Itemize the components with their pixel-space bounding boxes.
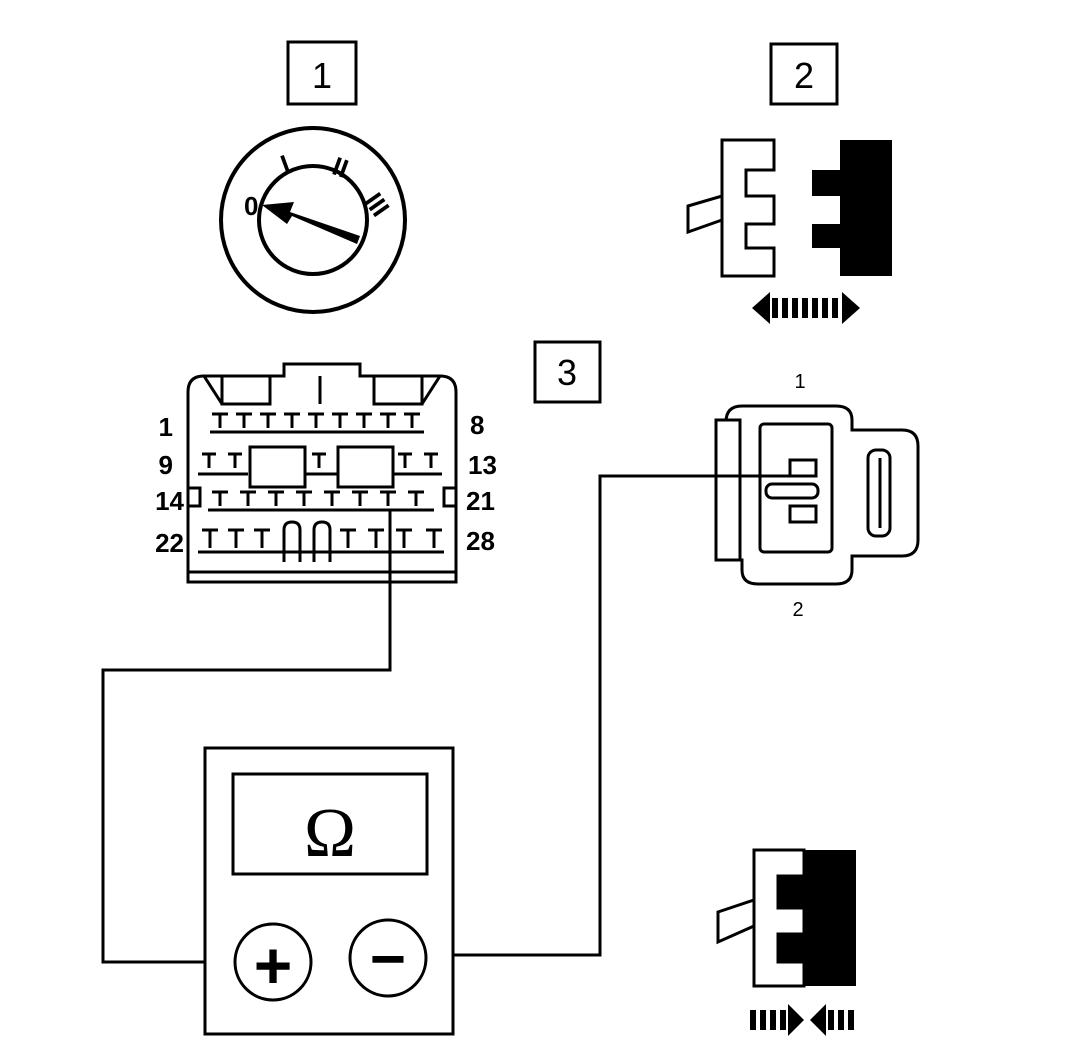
step-3-box: 3 <box>533 340 602 404</box>
step-1-box: 1 <box>286 40 358 106</box>
ecu-pin-label-9: 9 <box>159 450 173 480</box>
ecu-pins-row-1 <box>210 412 424 434</box>
ecu-pin-label-1: 1 <box>159 412 173 442</box>
double-arrow-apart-icon <box>752 292 860 324</box>
sensor-pin-label-1: 1 <box>794 371 805 393</box>
minus-terminal-label: − <box>370 925 406 994</box>
minus-terminal: − <box>348 918 428 998</box>
negative-lead <box>426 474 808 957</box>
test-leads <box>101 474 808 964</box>
ecu-connector: 1 8 9 13 14 21 22 28 <box>155 362 497 584</box>
ecu-pin-label-21: 21 <box>466 486 495 516</box>
sensor-pin-label-2: 2 <box>792 599 803 621</box>
step-2-box: 2 <box>769 42 839 106</box>
ecu-pin-label-13: 13 <box>468 450 497 480</box>
ecu-pins-row-3 <box>208 490 434 512</box>
connector-disconnected-icon <box>686 138 892 278</box>
ohmmeter: Ω + − <box>203 746 455 1036</box>
step-1-label: 1 <box>312 55 332 96</box>
ecu-pin-label-28: 28 <box>466 526 495 556</box>
plus-terminal: + <box>233 922 313 1002</box>
connector-connected-icon <box>716 848 856 988</box>
positive-lead <box>101 510 392 964</box>
ignition-key-arrow-icon <box>262 202 360 244</box>
ecu-pins-row-4 <box>198 520 444 562</box>
double-arrow-together-icon <box>750 1004 854 1036</box>
sensor-connector: 1 2 <box>714 371 920 621</box>
ecu-pin-label-8: 8 <box>470 410 484 440</box>
step-2-label: 2 <box>794 55 814 96</box>
plus-terminal-label: + <box>254 928 293 1002</box>
ecu-pin-label-22: 22 <box>155 528 184 558</box>
step-3-label: 3 <box>557 352 577 393</box>
ecu-pins-row-2 <box>198 452 442 476</box>
ecu-pin-label-14: 14 <box>155 486 184 516</box>
ignition-position-0: 0 <box>244 191 258 221</box>
ohmmeter-display: Ω <box>304 795 356 872</box>
ignition-switch: 0 I II III <box>219 126 407 314</box>
